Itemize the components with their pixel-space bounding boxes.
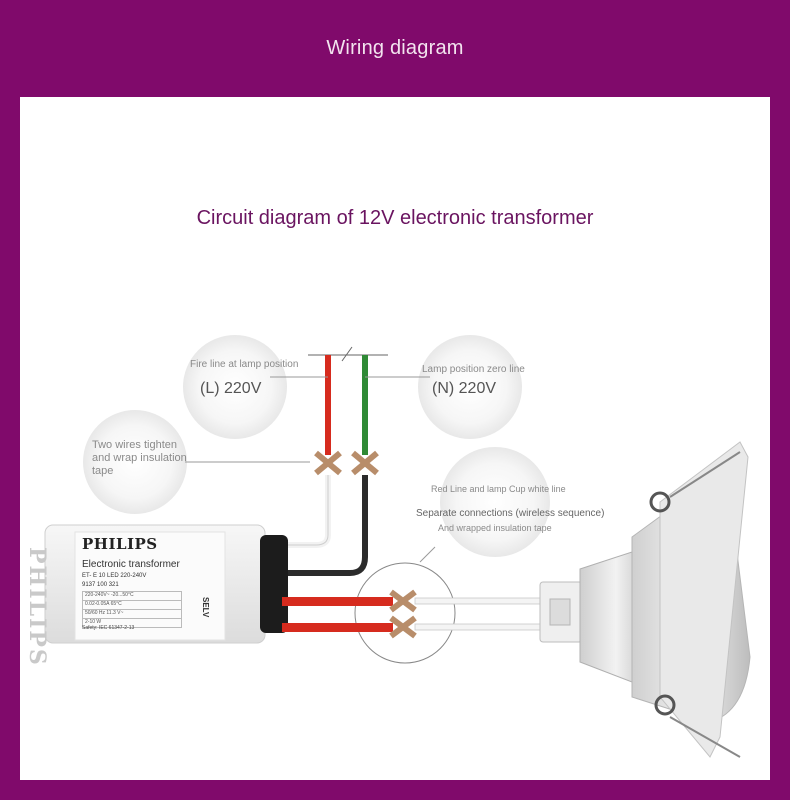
- page-title: Wiring diagram: [326, 36, 464, 59]
- spec-row: 2-10 W: [82, 618, 182, 628]
- zero-line-label: Lamp position zero line: [422, 364, 525, 375]
- connector-right: [351, 450, 379, 476]
- connector-left: [314, 450, 342, 476]
- transformer-side-brand: PHILIPS: [24, 547, 50, 667]
- fire-line-bubble: [183, 335, 287, 439]
- black-output-wire: [270, 475, 368, 576]
- tape-bubble: [83, 410, 187, 514]
- transformer-name: Electronic transformer: [82, 559, 180, 570]
- transformer-brand: PHILIPS: [82, 535, 158, 553]
- diagram-title: Circuit diagram of 12V electronic transf…: [196, 207, 594, 229]
- lamp-spring-coil-bottom: [654, 694, 676, 716]
- white-output-wire: [270, 475, 331, 548]
- tape-label: Two wires tighten and wrap insulation ta…: [92, 439, 187, 477]
- transformer-safety: Safety: IEC 61347-2-13: [82, 625, 135, 631]
- fire-line-voltage: (L) 220V: [200, 380, 262, 397]
- connector-upper: [389, 589, 417, 613]
- transformer-spec-table: 220-240V~ -20...50°C 0.02-0.05A 65°C 50/…: [82, 591, 182, 628]
- lamp-wire-upper: [414, 597, 556, 605]
- white-output-wire-outline: [270, 475, 329, 546]
- lamp-spring-bottom: [669, 716, 741, 758]
- zero-line-bubble: [418, 335, 522, 439]
- transformer-model: ET- E 10 LED 220-240V: [82, 573, 147, 579]
- red-wire-in-upper: [355, 597, 393, 606]
- lamp-spring-top: [669, 451, 741, 498]
- connector-lower: [389, 615, 417, 639]
- cup-bubble: [440, 447, 550, 557]
- live-wire: [325, 355, 331, 455]
- red-output-wire-lower: [282, 623, 382, 632]
- red-output-wire-upper: [282, 597, 382, 606]
- wiring-scene: [44, 335, 751, 758]
- transformer-cap: [260, 535, 288, 633]
- separate-label: Separate connections (wireless sequence): [416, 508, 605, 519]
- lamp-socket-slot: [549, 598, 571, 626]
- lamp-wire-lower: [414, 623, 556, 631]
- fire-line-label: Fire line at lamp position: [190, 359, 299, 370]
- wrapped-label: And wrapped insulation tape: [438, 523, 552, 533]
- cup-leader: [419, 546, 436, 563]
- transformer-part-number: 9137 100 321: [82, 582, 119, 588]
- diagram-panel: Circuit diagram of 12V electronic transf…: [20, 97, 770, 780]
- neutral-wire: [362, 355, 368, 455]
- lamp-spring-coil-top: [649, 491, 671, 513]
- transformer-label-panel: [74, 531, 226, 641]
- joint-magnifier: [354, 562, 456, 664]
- header-bar: Wiring diagram: [0, 0, 790, 96]
- zero-line-voltage: (N) 220V: [432, 380, 497, 397]
- red-wire-in-lower: [355, 623, 393, 632]
- break-mark: [341, 346, 353, 362]
- red-cup-label: Red Line and lamp Cup white line: [431, 484, 566, 494]
- transformer-selv: SELV: [201, 597, 210, 618]
